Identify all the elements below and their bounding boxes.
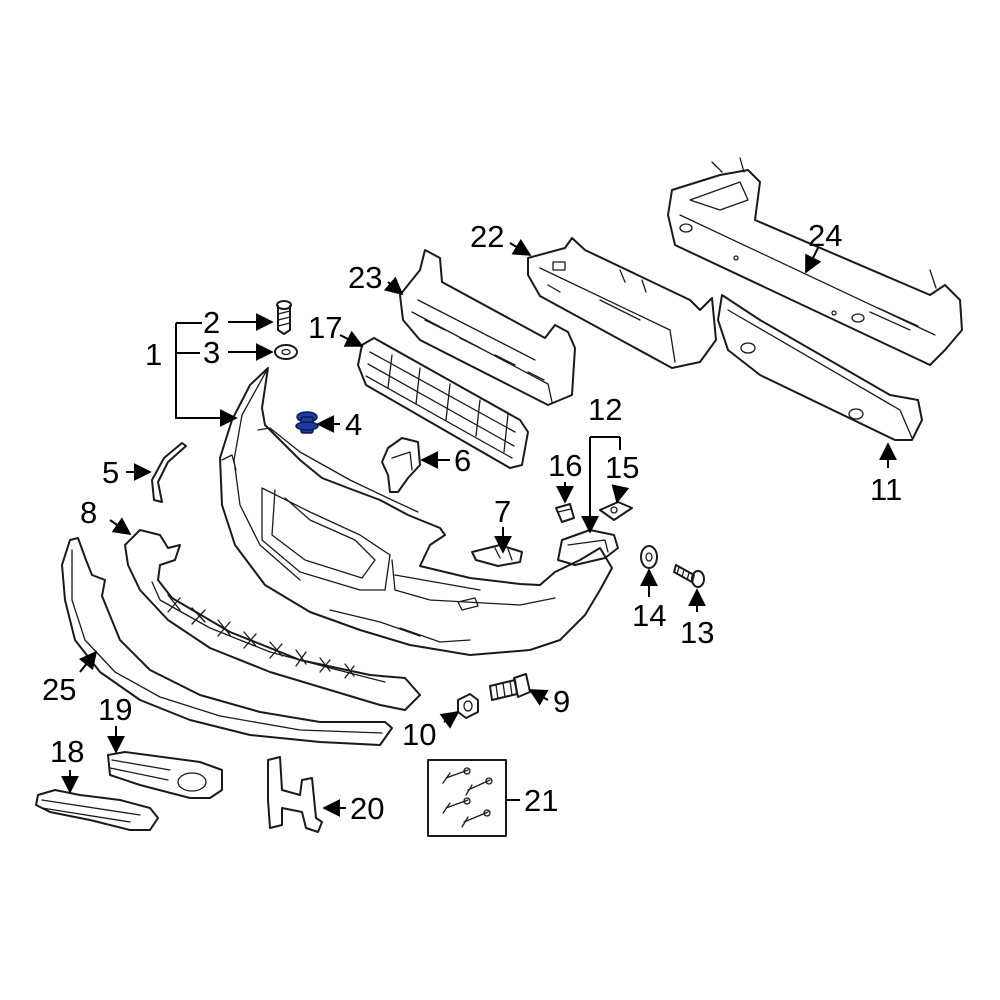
part-23-air-guide[interactable] xyxy=(399,249,576,406)
callout-23[interactable]: 23 xyxy=(348,260,382,295)
part-8-lower-grille[interactable] xyxy=(124,529,421,711)
part-10-nut[interactable] xyxy=(457,693,479,719)
part-14-washer[interactable] xyxy=(640,545,658,569)
part-18-fog-cover[interactable] xyxy=(35,789,159,831)
callout-16[interactable]: 16 xyxy=(548,448,582,483)
part-19-fog-cover[interactable] xyxy=(107,751,223,799)
part-21-hardware-kit[interactable] xyxy=(427,759,507,837)
part-11-energy-absorber[interactable] xyxy=(717,294,923,441)
callout-20[interactable]: 20 xyxy=(350,791,384,826)
part-15-nut[interactable] xyxy=(599,501,633,521)
callout-7[interactable]: 7 xyxy=(494,494,511,529)
part-12-bracket[interactable] xyxy=(557,529,619,566)
part-3-nut[interactable] xyxy=(274,344,298,360)
callout-10[interactable]: 10 xyxy=(402,717,436,752)
callout-4[interactable]: 4 xyxy=(345,407,362,442)
part-13-bolt[interactable] xyxy=(673,564,705,588)
callout-5[interactable]: 5 xyxy=(102,455,119,490)
callout-18[interactable]: 18 xyxy=(50,734,84,769)
callout-13[interactable]: 13 xyxy=(680,615,714,650)
leader-lines xyxy=(61,238,897,817)
callout-1[interactable]: 1 xyxy=(145,337,162,372)
part-22-support-bracket[interactable] xyxy=(527,237,717,369)
part-7-clip[interactable] xyxy=(471,544,523,567)
callout-2[interactable]: 2 xyxy=(203,305,220,340)
callout-22[interactable]: 22 xyxy=(470,219,504,254)
callout-19[interactable]: 19 xyxy=(98,692,132,727)
callout-6[interactable]: 6 xyxy=(454,443,471,478)
callout-14[interactable]: 14 xyxy=(632,598,666,633)
callout-9[interactable]: 9 xyxy=(553,684,570,719)
part-9-bolt[interactable] xyxy=(489,673,531,701)
callout-8[interactable]: 8 xyxy=(80,495,97,530)
callout-21[interactable]: 21 xyxy=(524,783,558,818)
callout-labels: 1 2 3 4 5 6 7 8 9 10 11 12 13 14 15 16 1… xyxy=(42,218,902,826)
part-24-reinforcement-bar[interactable] xyxy=(667,157,963,366)
part-4-push-clip[interactable] xyxy=(295,411,319,434)
callout-25[interactable]: 25 xyxy=(42,672,76,707)
callout-12[interactable]: 12 xyxy=(588,392,622,427)
callout-17[interactable]: 17 xyxy=(308,310,342,345)
callout-3[interactable]: 3 xyxy=(203,335,220,370)
callout-15[interactable]: 15 xyxy=(605,450,639,485)
part-20-bracket[interactable] xyxy=(267,756,323,833)
callout-24[interactable]: 24 xyxy=(808,218,842,253)
part-17-grille[interactable] xyxy=(357,337,529,469)
callout-11[interactable]: 11 xyxy=(870,472,902,507)
part-1-bumper-cover[interactable] xyxy=(219,367,613,656)
part-6-bracket[interactable] xyxy=(381,437,421,493)
part-5-trim[interactable] xyxy=(151,442,187,503)
part-16-clip[interactable] xyxy=(555,503,575,523)
part-2-screw[interactable] xyxy=(276,300,292,335)
